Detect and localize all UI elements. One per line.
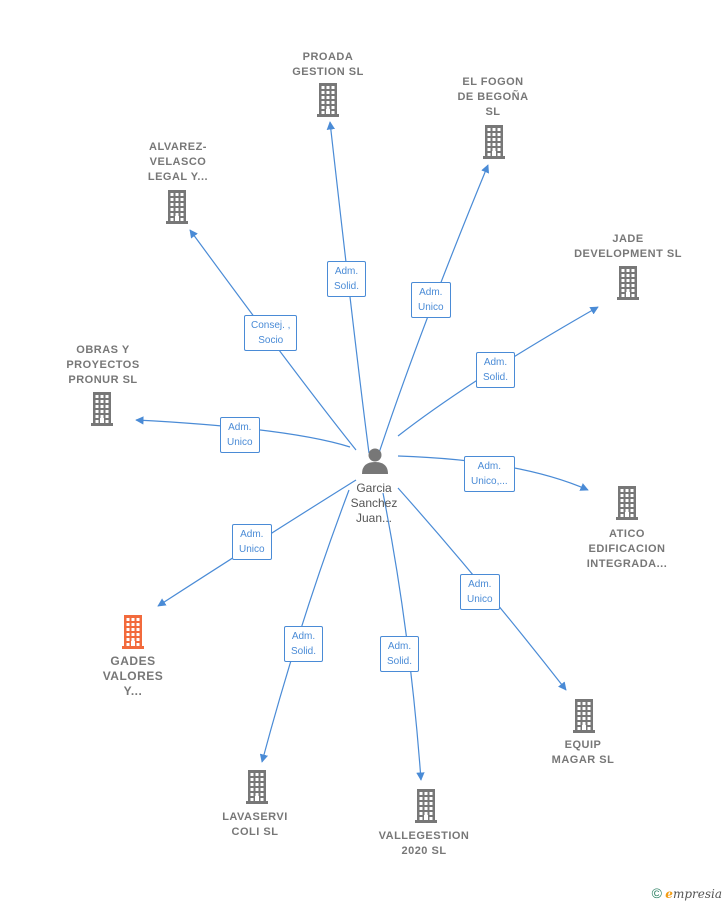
company-name[interactable]: EL FOGON DE BEGOÑA SL — [457, 76, 529, 118]
relation-edge — [135, 416, 351, 448]
relation-label[interactable]: Adm. Solid. — [327, 261, 367, 297]
company-name[interactable]: VALLEGESTION 2020 SL — [378, 830, 470, 857]
relation-edge — [326, 121, 370, 454]
relation-label[interactable]: Adm. Solid. — [476, 352, 516, 388]
relation-label[interactable]: Consej. , Socio — [244, 315, 298, 351]
company-building-icon[interactable] — [246, 770, 268, 804]
company-name[interactable]: EQUIP MAGAR SL — [551, 739, 615, 766]
relation-label[interactable]: Adm. Unico — [232, 524, 272, 560]
relation-edge — [189, 229, 357, 451]
company-building-icon[interactable] — [91, 392, 113, 426]
company-name[interactable]: LAVASERVI COLI SL — [222, 811, 288, 838]
relation-label[interactable]: Adm. Unico,... — [464, 456, 515, 492]
company-name[interactable]: OBRAS Y PROYECTOS PRONUR SL — [66, 344, 140, 386]
relation-label[interactable]: Adm. Unico — [220, 417, 260, 453]
person-name[interactable]: Garcia Sanchez Juan... — [350, 481, 398, 525]
relation-edge — [259, 489, 350, 763]
relation-edge — [382, 492, 425, 781]
relation-label[interactable]: Adm. Solid. — [380, 636, 420, 672]
person-icon[interactable] — [362, 448, 388, 475]
company-building-icon[interactable] — [483, 125, 505, 159]
company-building-icon[interactable] — [616, 486, 638, 520]
relation-edge — [378, 164, 490, 454]
company-name[interactable]: JADE DEVELOPMENT SL — [574, 233, 682, 260]
footer-brand: © empresia — [652, 885, 722, 901]
company-building-icon[interactable] — [617, 266, 639, 300]
company-name[interactable]: ATICO EDIFICACION INTEGRADA... — [586, 528, 668, 570]
company-name[interactable]: PROADA GESTION SL — [292, 51, 364, 78]
copyright-icon: © — [651, 885, 662, 901]
relation-label[interactable]: Adm. Solid. — [284, 626, 324, 662]
company-building-icon[interactable] — [573, 699, 595, 733]
company-name[interactable]: ALVAREZ- VELASCO LEGAL Y... — [147, 141, 209, 183]
relation-label[interactable]: Adm. Unico — [460, 574, 500, 610]
company-building-icon[interactable] — [166, 190, 188, 224]
relation-label[interactable]: Adm. Unico — [411, 282, 451, 318]
company-name[interactable]: GADES VALORES Y... — [102, 654, 164, 698]
company-building-icon[interactable] — [122, 615, 144, 649]
company-building-icon[interactable] — [415, 789, 437, 823]
company-building-icon[interactable] — [317, 83, 339, 117]
empresia-logo: empresia — [665, 887, 722, 901]
